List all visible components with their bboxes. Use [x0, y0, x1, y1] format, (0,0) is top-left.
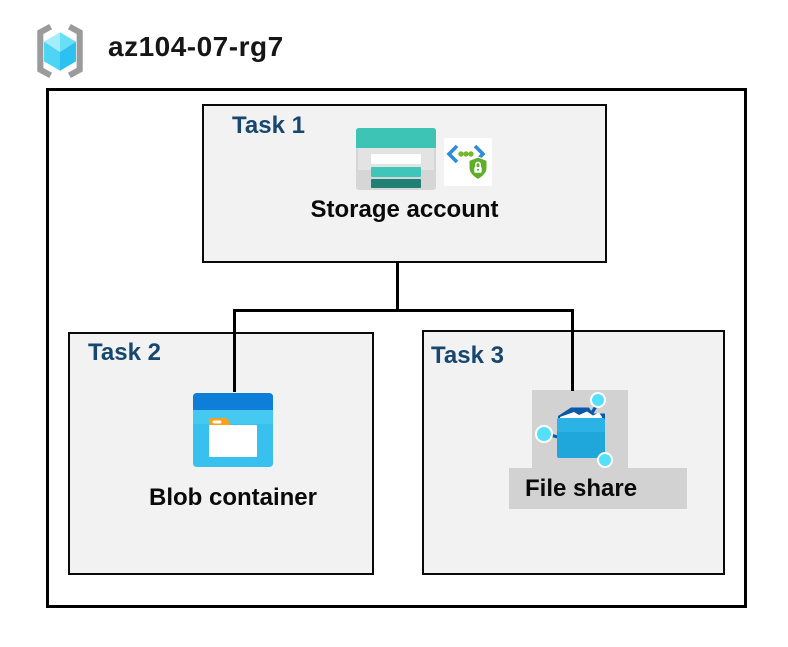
- task2-label: Task 2: [88, 339, 161, 366]
- connector-horizontal-bar: [233, 309, 574, 312]
- file-share-label-background: File share: [509, 468, 687, 509]
- file-share-label: File share: [525, 475, 638, 502]
- connector-to-blob-container: [233, 309, 236, 392]
- secure-endpoint-icon: [444, 138, 492, 186]
- task1-label: Task 1: [232, 112, 305, 139]
- file-share-icon-background: [532, 390, 628, 470]
- file-share-icon: [535, 392, 613, 468]
- connector-storage-stem: [396, 262, 399, 312]
- task1-box: Task 1 Storage account: [202, 104, 607, 263]
- task2-box: Task 2 Blob container: [68, 332, 374, 575]
- connector-to-file-share: [571, 309, 574, 391]
- storage-account-label: Storage account: [310, 196, 499, 223]
- resource-group-icon: [37, 23, 83, 79]
- blob-container-label: Blob container: [148, 484, 317, 511]
- blob-container-icon: [193, 393, 273, 467]
- resource-group-name: az104-07-rg7: [108, 31, 284, 62]
- storage-account-icon: [356, 128, 436, 190]
- task3-label: Task 3: [431, 342, 504, 369]
